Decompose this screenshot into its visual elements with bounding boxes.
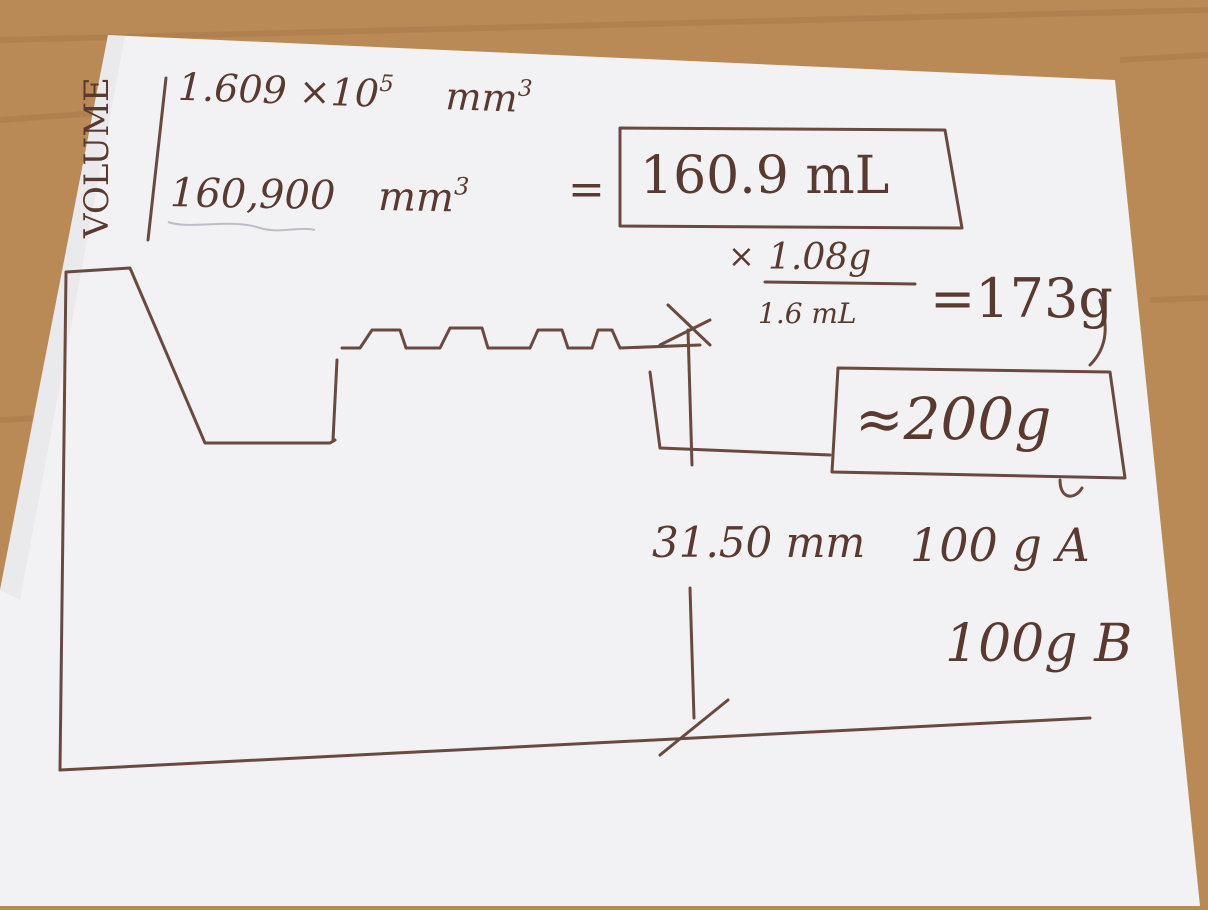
- profile-top-teeth: [340, 326, 702, 350]
- dimension-tick-top: [658, 303, 712, 347]
- label-divider: [146, 76, 168, 242]
- part-a-amount: 100 g A: [910, 522, 1090, 568]
- volume-sci-unit-exponent: 3: [517, 75, 533, 103]
- eraser-smudge: [167, 221, 316, 232]
- volume-plain-unit-exponent: 3: [453, 172, 470, 201]
- volume-sci-exponent: 5: [378, 70, 395, 98]
- volume-label: VOLUME: [77, 77, 117, 238]
- sketch-lines: [58, 76, 1127, 772]
- profile-left-wall: [58, 266, 337, 772]
- part-b-text: 100g B: [945, 614, 1133, 674]
- volume-ml-text: 160.9 mL: [640, 146, 890, 206]
- times-text: ×: [728, 237, 755, 275]
- volume-sci-value: 1.609 ×10: [177, 64, 380, 116]
- density-numerator-text: 1.08g: [768, 237, 872, 278]
- fraction-bar: [763, 280, 917, 286]
- arrow-curve: [1088, 298, 1107, 367]
- profile-right-step: [648, 370, 832, 457]
- density-numerator: 1.08g: [768, 240, 871, 276]
- equals-sign: =: [568, 168, 605, 212]
- mass-calculated: =173g: [930, 272, 1113, 326]
- part-a-text: 100 g A: [910, 518, 1090, 572]
- density-denominator-text: 1.6 mL: [758, 297, 857, 330]
- density-denominator: 1.6 mL: [758, 300, 857, 328]
- dimension-line-upper: [686, 328, 694, 467]
- profile-inner-wall: [331, 358, 339, 442]
- wood-grain: [0, 7, 1208, 423]
- dimension-line-lower: [688, 586, 696, 720]
- dimension-tick-bottom: [658, 698, 730, 757]
- g-tail-scribble: [1058, 478, 1084, 498]
- height-dimension-text: 31.50 mm: [652, 518, 866, 567]
- times-sign: ×: [728, 240, 755, 272]
- paper-edge-shade: [0, 35, 125, 600]
- mass-approx-text: ≈200g: [855, 385, 1052, 453]
- equals-text: =: [568, 164, 605, 215]
- volume-label-text: VOLUME: [77, 77, 117, 238]
- part-b-amount: 100g B: [945, 618, 1132, 670]
- mass-approx: ≈200g: [855, 390, 1051, 448]
- paper-sheet: [0, 35, 1200, 906]
- volume-plain-value: 160,900: [169, 170, 336, 220]
- volume-ml-box: [618, 126, 964, 230]
- volume-plain-unit: mm: [377, 173, 455, 222]
- volume-plain: 160,900 mm3: [169, 169, 470, 222]
- volume-sci-unit: mm: [444, 74, 519, 121]
- profile-bottom-line: [58, 716, 1092, 772]
- mass-calculated-text: =173g: [930, 267, 1113, 330]
- height-dimension: 31.50 mm: [652, 522, 865, 564]
- approx-mass-box: [830, 366, 1127, 480]
- volume-ml: 160.9 mL: [640, 150, 889, 202]
